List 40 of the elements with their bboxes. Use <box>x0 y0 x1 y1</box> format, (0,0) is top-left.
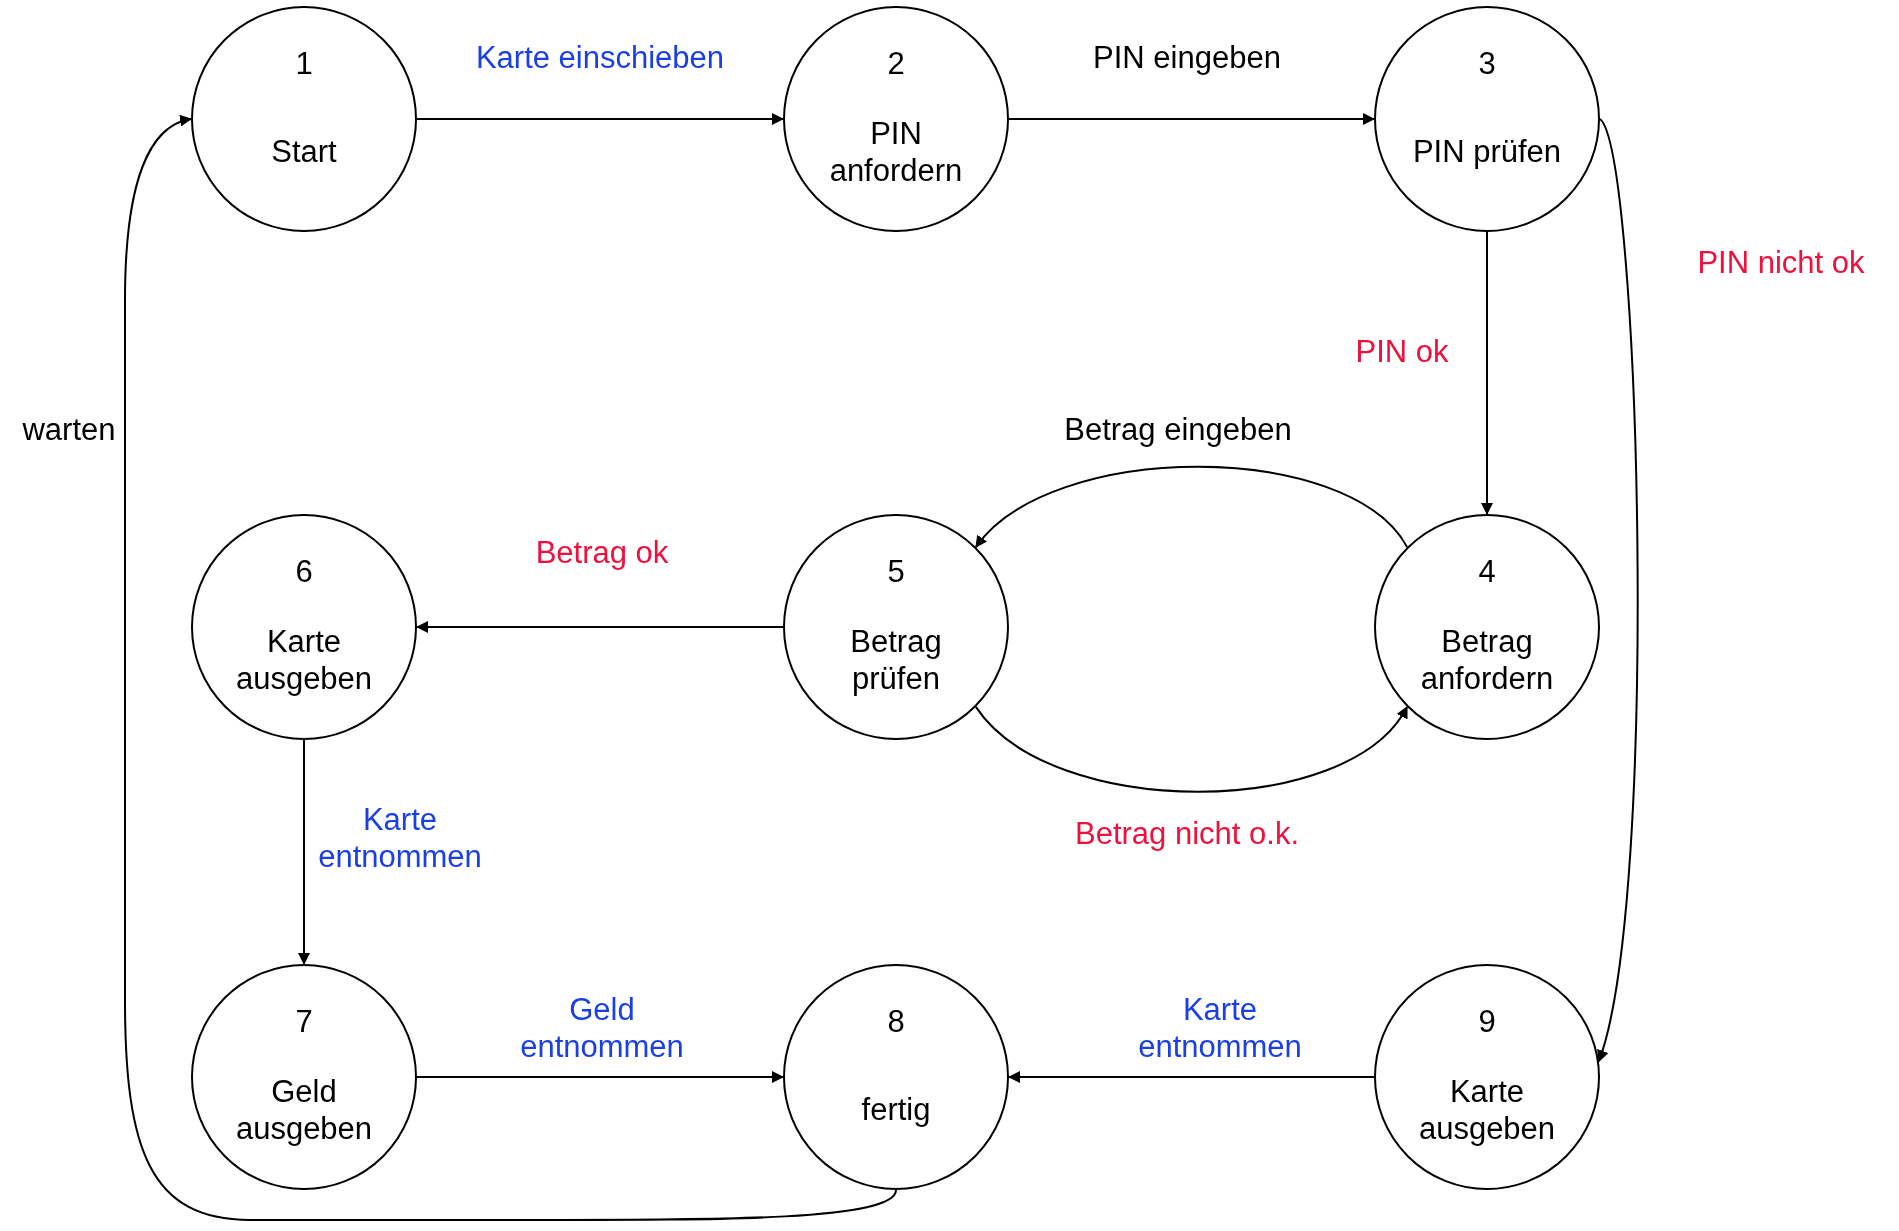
state-number: 5 <box>886 554 906 590</box>
edge-label: Geld entnommen <box>520 990 684 1066</box>
edge-label: Betrag nicht o.k. <box>1075 815 1299 853</box>
arrow <box>416 621 784 633</box>
edge-label: PIN ok <box>1355 333 1449 371</box>
edge-label: PIN nicht ok <box>1697 244 1865 282</box>
arrow <box>1008 1071 1375 1083</box>
edge-label: Karte entnommen <box>1138 990 1302 1066</box>
edge-label: Betrag eingeben <box>1064 411 1292 449</box>
state-number: 3 <box>1477 46 1497 82</box>
state-label: PIN prüfen <box>1412 133 1562 171</box>
arrow <box>416 1071 784 1083</box>
edge-label: warten <box>22 411 116 449</box>
arrow <box>1481 231 1493 515</box>
state-label: PIN anfordern <box>828 114 964 190</box>
state-label: fertig <box>861 1091 931 1129</box>
arrow <box>1008 113 1375 125</box>
state-label: Betrag prüfen <box>849 622 943 698</box>
state-number: 7 <box>294 1004 314 1040</box>
edge-label: Karte einschieben <box>475 39 725 77</box>
state-label: Start <box>271 133 337 171</box>
state-label: Karte ausgeben <box>1417 1072 1557 1148</box>
arrow <box>974 705 1409 793</box>
state-label: Betrag anfordern <box>1419 622 1555 698</box>
edge-label: PIN eingeben <box>1093 39 1281 77</box>
arrow <box>416 113 784 125</box>
state-number: 2 <box>886 46 906 82</box>
state-number: 9 <box>1477 1004 1497 1040</box>
edge-label: Betrag ok <box>535 534 669 572</box>
arrow <box>974 465 1409 549</box>
arrow <box>298 739 310 965</box>
state-label: Karte ausgeben <box>234 622 374 698</box>
state-number: 8 <box>886 1004 906 1040</box>
arrow <box>1595 118 1639 1063</box>
state-label: Geld ausgeben <box>234 1072 374 1148</box>
arrow <box>124 115 897 1221</box>
state-number: 4 <box>1477 554 1497 590</box>
state-number: 1 <box>294 46 314 82</box>
edge-label: Karte entnommen <box>318 800 482 876</box>
state-number: 6 <box>294 554 314 590</box>
